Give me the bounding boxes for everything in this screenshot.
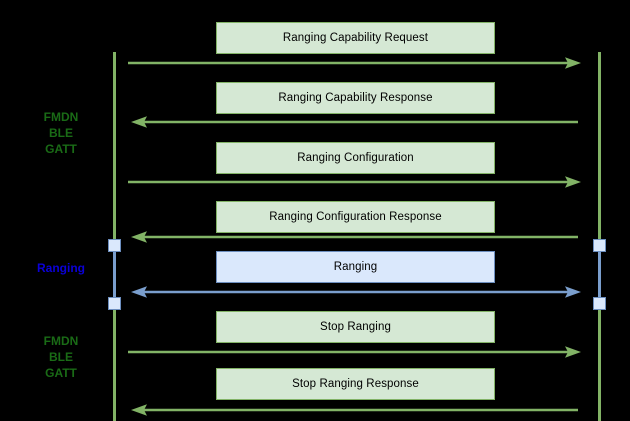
message-box-ranging[interactable]: Ranging	[216, 251, 495, 283]
message-arrow-ranging-bidirectional	[131, 285, 581, 299]
right-activation-bar	[598, 246, 601, 304]
message-arrow-ranging-capability-request	[128, 56, 581, 70]
message-box-stop-ranging-response[interactable]: Stop Ranging Response	[216, 368, 495, 400]
phase-label-fmdn-ble-gatt-top: FMDN BLE GATT	[43, 110, 79, 156]
message-arrow-stop-ranging-response	[131, 403, 578, 417]
message-arrow-stop-ranging	[128, 345, 581, 359]
left-activation-bar	[113, 246, 116, 304]
right-activation-box-start	[593, 239, 606, 252]
right-lifeline	[598, 52, 601, 421]
left-activation-box-start	[108, 239, 121, 252]
message-box-ranging-capability-response[interactable]: Ranging Capability Response	[216, 82, 495, 114]
message-arrow-ranging-configuration	[128, 175, 581, 189]
left-activation-box-end	[108, 297, 121, 310]
left-lifeline	[113, 52, 116, 421]
phase-label-fmdn-ble-gatt-bottom: FMDN BLE GATT	[43, 334, 79, 380]
message-box-stop-ranging[interactable]: Stop Ranging	[216, 311, 495, 343]
phase-label-ranging: Ranging	[37, 261, 85, 275]
right-activation-box-end	[593, 297, 606, 310]
message-arrow-ranging-capability-response	[131, 115, 578, 129]
message-box-ranging-configuration[interactable]: Ranging Configuration	[216, 142, 495, 174]
message-box-ranging-capability-request[interactable]: Ranging Capability Request	[216, 22, 495, 54]
message-box-ranging-configuration-response[interactable]: Ranging Configuration Response	[216, 201, 495, 233]
